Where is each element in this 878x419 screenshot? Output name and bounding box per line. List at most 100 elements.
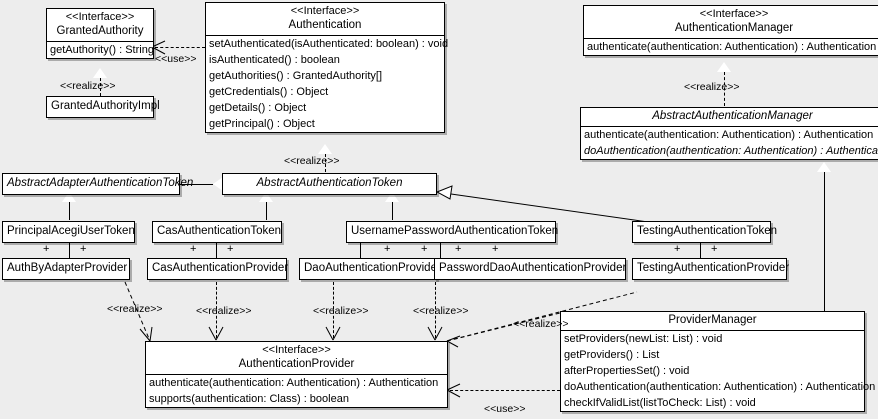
class-member: getCredentials() : Object: [209, 86, 329, 98]
class-authentication[interactable]: <<Interface>> Authentication setAuthenti…: [205, 2, 449, 133]
class-name: AbstractAdapterAuthenticationToken: [7, 177, 194, 189]
stereotype-label: <<Interface>>: [262, 344, 331, 356]
class-provider-manager-members: setProviders(newList: List) : void getPr…: [561, 331, 876, 411]
edge-provider-manager-use-authentication-provider: [450, 390, 560, 391]
multiplicity-marker: +: [492, 243, 499, 255]
class-testing-authentication-token-header: TestingAuthenticationToken: [633, 222, 777, 242]
edge-label-realize-provider-manager: <<realize>>: [513, 318, 569, 330]
class-abstract-authentication-manager-members: authenticate(authentication: Authenticat…: [581, 127, 878, 159]
class-username-password-authentication-token[interactable]: UsernamePasswordAuthenticationToken: [346, 221, 559, 243]
edge-granted-authority-impl-realize: [100, 78, 101, 96]
edge-password-dao-provider-realize: [435, 282, 436, 338]
class-password-dao-authentication-provider-header: PasswordDaoAuthenticationProvider: [435, 259, 626, 279]
class-password-dao-authentication-provider[interactable]: PasswordDaoAuthenticationProvider: [434, 258, 626, 280]
class-granted-authority-members: getAuthority() : String: [47, 42, 154, 58]
class-member: getPrincipal() : Object: [209, 118, 315, 130]
class-cas-authentication-provider[interactable]: CasAuthenticationProvider: [147, 258, 288, 280]
edge-abstract-authentication-token-realize: [325, 154, 326, 177]
class-testing-authentication-provider[interactable]: TestingAuthenticationProvider: [632, 258, 789, 280]
class-member: getAuthorities() : GrantedAuthority[]: [209, 70, 383, 82]
class-name: ProviderManager: [668, 314, 757, 326]
class-username-password-authentication-token-header: UsernamePasswordAuthenticationToken: [347, 222, 559, 242]
class-cas-authentication-token-header: CasAuthenticationToken: [153, 222, 281, 242]
assoc-principal-token-auth-by-adapter: [69, 242, 70, 258]
edge-cas-token-to-abstract-token: [266, 202, 267, 220]
generalization-arrowhead-abstract-token-cas: [259, 192, 273, 202]
class-abstract-adapter-authentication-token[interactable]: AbstractAdapterAuthenticationToken: [2, 173, 194, 195]
class-member: doAuthentication(authentication: Authent…: [564, 381, 876, 393]
assoc-testing-token-testing-provider: [700, 242, 701, 258]
class-authentication-manager-header: <<Interface>> AuthenticationManager: [584, 6, 878, 39]
class-member: doAuthentication(authentication: Authent…: [584, 145, 878, 157]
class-member: getAuthority() : String: [50, 44, 154, 56]
class-auth-by-adapter-provider[interactable]: AuthByAdapterProvider: [2, 258, 130, 280]
class-granted-authority-impl[interactable]: GrantedAuthorityImpl: [46, 96, 160, 118]
stereotype-label: <<Interface>>: [699, 8, 769, 20]
edge-label-realize-abstract-authentication-manager: <<realize>>: [684, 81, 740, 93]
class-member: isAuthenticated() : boolean: [209, 54, 340, 66]
class-member: supports(authentication: Class) : boolea…: [149, 393, 349, 405]
generalization-arrowhead-abstract-authentication-manager: [817, 162, 831, 172]
class-member: authenticate(authentication: Authenticat…: [149, 377, 439, 389]
class-authentication-header: <<Interface>> Authentication: [206, 3, 444, 36]
class-member: setProviders(newList: List) : void: [564, 333, 723, 345]
class-authentication-members: setAuthenticated(isAuthenticated: boolea…: [206, 36, 449, 132]
edge-label-use-granted-authority: <<use>>: [155, 53, 197, 65]
stereotype-label: <<Interface>>: [65, 11, 135, 23]
edge-abstract-authentication-manager-realize: [724, 72, 725, 106]
class-name: AuthenticationProvider: [238, 358, 355, 370]
class-member: authenticate(authentication: Authenticat…: [587, 41, 877, 53]
edge-label-realize-granted-authority-impl: <<realize>>: [60, 80, 116, 92]
multiplicity-marker: +: [43, 243, 50, 255]
multiplicity-marker: +: [384, 243, 391, 255]
class-principal-acegi-user-token[interactable]: PrincipalAcegiUserToken: [2, 221, 135, 243]
class-dao-authentication-provider[interactable]: DaoAuthenticationProvider: [299, 258, 441, 280]
class-name: Authentication: [288, 19, 362, 31]
class-granted-authority[interactable]: <<Interface>> GrantedAuthority getAuthor…: [46, 8, 154, 59]
class-member: getProviders() : List: [564, 349, 660, 361]
class-authentication-manager[interactable]: <<Interface>> AuthenticationManager auth…: [583, 5, 878, 56]
multiplicity-marker: +: [674, 243, 681, 255]
class-abstract-authentication-manager[interactable]: AbstractAuthenticationManager authentica…: [580, 107, 878, 160]
class-testing-authentication-token[interactable]: TestingAuthenticationToken: [632, 221, 777, 243]
class-principal-acegi-user-token-header: PrincipalAcegiUserToken: [3, 222, 135, 242]
class-name: AbstractAuthenticationToken: [256, 177, 403, 189]
multiplicity-marker: +: [227, 243, 234, 255]
class-name: GrantedAuthorityImpl: [51, 100, 160, 112]
class-member: setAuthenticated(isAuthenticated: boolea…: [209, 38, 449, 50]
class-member: afterPropertiesSet() : void: [564, 365, 690, 377]
class-cas-authentication-token[interactable]: CasAuthenticationToken: [152, 221, 282, 243]
class-granted-authority-impl-header: GrantedAuthorityImpl: [47, 97, 160, 117]
realize-arrowhead-authentication-manager: [717, 62, 731, 72]
class-member: authenticate(authentication: Authenticat…: [584, 129, 874, 141]
class-name: DaoAuthenticationProvider: [304, 262, 441, 274]
class-authentication-provider-members: authenticate(authentication: Authenticat…: [146, 375, 447, 407]
class-authentication-provider[interactable]: <<Interface>> AuthenticationProvider aut…: [145, 341, 448, 408]
class-provider-manager-header: ProviderManager: [561, 312, 864, 331]
assoc-cas-token-cas-provider: [216, 242, 217, 258]
class-abstract-adapter-authentication-token-header: AbstractAdapterAuthenticationToken: [3, 174, 194, 194]
class-cas-authentication-provider-header: CasAuthenticationProvider: [148, 259, 288, 279]
class-name: GrantedAuthority: [56, 25, 144, 37]
assoc-userpass-token-password-dao-provider: [440, 242, 441, 258]
edge-cas-provider-realize: [216, 282, 217, 338]
multiplicity-marker: +: [80, 243, 87, 255]
class-abstract-authentication-token-header: AbstractAuthenticationToken: [223, 174, 436, 194]
class-name: AbstractAuthenticationManager: [652, 110, 813, 122]
edge-provider-manager-to-abstract-manager: [824, 172, 825, 312]
class-granted-authority-header: <<Interface>> GrantedAuthority: [47, 9, 153, 42]
class-dao-authentication-provider-header: DaoAuthenticationProvider: [300, 259, 441, 279]
class-provider-manager[interactable]: ProviderManager setProviders(newList: Li…: [560, 311, 876, 412]
class-member: getDetails() : Object: [209, 102, 307, 114]
class-name: UsernamePasswordAuthenticationToken: [351, 225, 559, 237]
edge-label-use-provider-manager: <<use>>: [484, 403, 526, 415]
stereotype-label: <<Interface>>: [290, 5, 360, 17]
generalization-arrowhead-abstract-token-userpass: [385, 192, 399, 202]
class-name: PrincipalAcegiUserToken: [7, 225, 135, 237]
class-name: AuthByAdapterProvider: [7, 262, 128, 274]
class-abstract-authentication-token[interactable]: AbstractAuthenticationToken: [222, 173, 437, 195]
class-abstract-authentication-manager-header: AbstractAuthenticationManager: [581, 108, 878, 127]
generalization-arrowhead-abstract-token-left: [213, 177, 223, 191]
realize-arrowhead-granted-authority: [93, 68, 107, 78]
class-authentication-manager-members: authenticate(authentication: Authenticat…: [584, 39, 878, 55]
